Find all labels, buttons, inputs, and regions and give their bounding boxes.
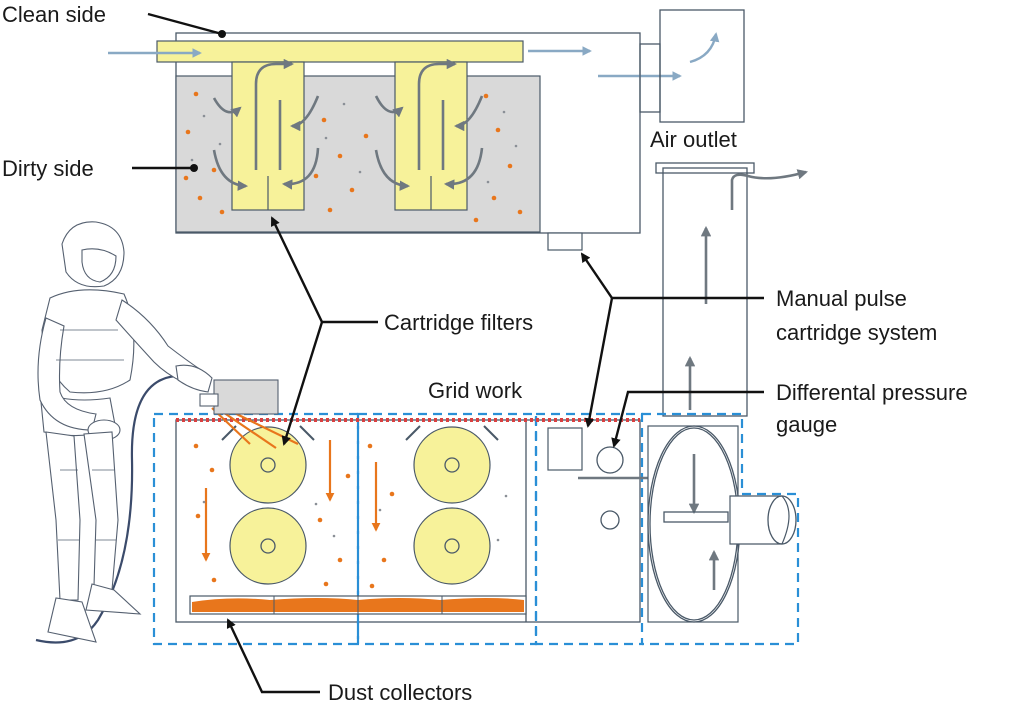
fan-motor <box>729 495 790 545</box>
dirty-chamber <box>175 75 541 233</box>
label-grid-work: Grid work <box>428 378 523 403</box>
filter-housing <box>156 32 641 251</box>
outlet-duct <box>655 162 809 417</box>
clean-air-plenum <box>156 40 524 63</box>
lower-cartridge-1 <box>229 426 307 504</box>
lower-unit <box>152 403 800 646</box>
label-manual-pulse-line2: cartridge system <box>776 320 937 345</box>
lower-cartridge-3 <box>413 426 491 504</box>
label-clean-side: Clean side <box>2 2 106 27</box>
label-dust-collectors: Dust collectors <box>328 680 472 705</box>
air-flow-arrows <box>108 32 720 81</box>
label-air-outlet: Air outlet <box>650 127 737 152</box>
pulse-valve-block <box>547 232 583 251</box>
lower-cartridge-2 <box>229 507 307 585</box>
label-diff-pressure-line2: gauge <box>776 412 837 437</box>
workpiece <box>213 379 279 415</box>
label-cartridge-filters: Cartridge filters <box>384 310 533 335</box>
leader-lines <box>132 12 764 694</box>
gauge-box <box>547 427 583 471</box>
lower-cartridge-4 <box>413 507 491 585</box>
exhaust-module <box>639 9 745 123</box>
label-manual-pulse-line1: Manual pulse <box>776 286 907 311</box>
dirty-chamber-particles <box>183 91 523 223</box>
worker-figure-icon <box>35 221 279 644</box>
label-diff-pressure-line1: Differental pressure <box>776 380 968 405</box>
label-dirty-side: Dirty side <box>2 156 94 181</box>
pressure-gauge-dial <box>596 446 624 474</box>
